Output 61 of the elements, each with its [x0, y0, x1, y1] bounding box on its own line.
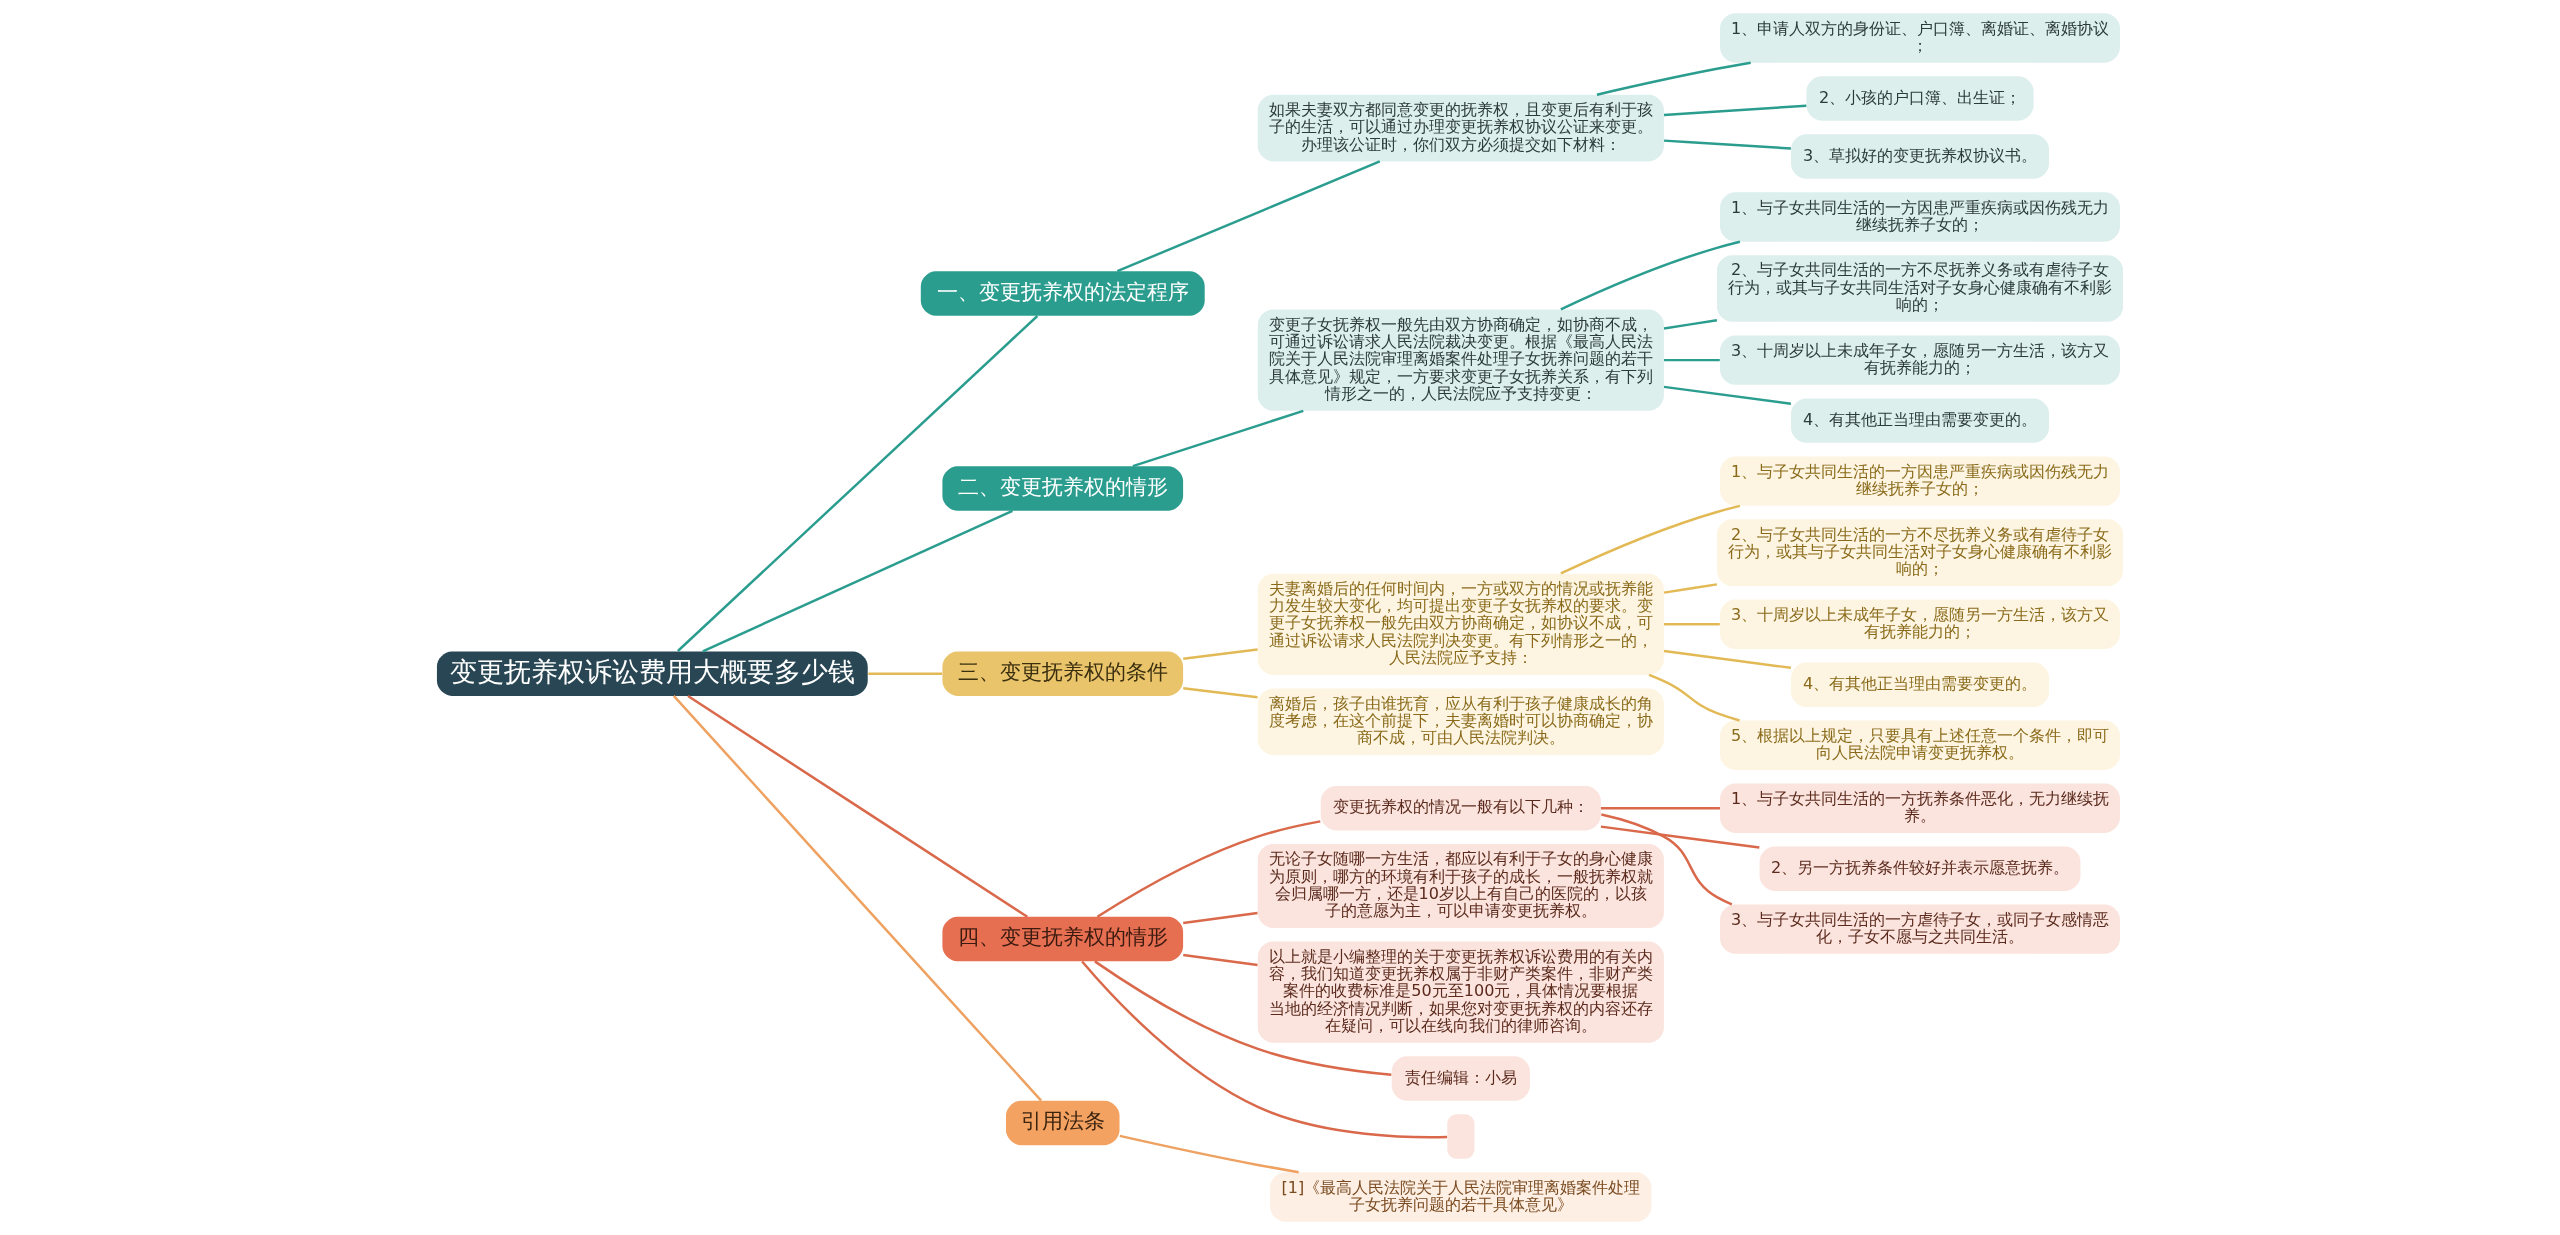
node-box: 1、与子女共同生活的一方因患严重疾病或因伤残无力继续抚养子女的； [1720, 456, 2120, 506]
connector [1663, 649, 1792, 670]
connector [702, 509, 1013, 653]
node-box: 3、十周岁以上未成年子女，愿随另一方生活，该方又有抚养能力的； [1720, 599, 2120, 649]
connector [1096, 820, 1321, 918]
connector [1600, 825, 1760, 849]
node-box: 责任编辑：小易 [1391, 1056, 1530, 1101]
node-box: 三、变更抚养权的条件 [942, 651, 1184, 696]
node-box: 变更子女抚养权一般先由双方协商确定，如协商不成，可通过诉讼请求人民法院裁决变更。根据《最高人民法院关于人民法院审理离婚案件处理子女抚养问题的若干具体意见》规定，一方要求变更子女抚养关系，有下列情形之一的，人民法院应予支持变更： [1257, 309, 1664, 411]
node-box: 3、十周岁以上未成年子女，愿随另一方生活，该方又有抚养能力的； [1720, 335, 2120, 385]
node-box: 变更抚养权诉讼费用大概要多少钱 [436, 651, 868, 696]
connector [687, 695, 1028, 918]
node-box: 离婚后，孩子由谁抚育，应从有利于孩子健康成长的角度考虑，在这个前提下，夫妻离婚时可以协商确定，协商不成，可由人民法院判决。 [1257, 688, 1664, 756]
node-box: 5、根据以上规定，只要具有上述任意一个条件，即可向人民法院申请变更抚养权。 [1720, 720, 2120, 770]
node-box: 3、草拟好的变更抚养权协议书。 [1791, 134, 2049, 179]
connector [1664, 358, 1720, 362]
connector [1663, 104, 1807, 117]
node-box: 四、变更抚养权的情形 [942, 916, 1184, 962]
connector [1663, 385, 1792, 405]
node-box: 1、与子女共同生活的一方因患严重疾病或因伤残无力继续抚养子女的； [1720, 192, 2120, 242]
connector [1663, 583, 1718, 594]
connector [1094, 960, 1392, 1077]
node-box: 2、另一方抚养条件较好并表示愿意抚养。 [1759, 846, 2081, 891]
connector [1183, 686, 1258, 699]
node-box: 一、变更抚养权的法定程序 [920, 271, 1205, 316]
connector [1081, 960, 1448, 1139]
node-box [1447, 1114, 1475, 1159]
node-box: 引用法条 [1005, 1100, 1120, 1146]
node-box: 2、小孩的户口簿、出生证； [1806, 76, 2034, 121]
node-box: 无论子女随哪一方生活，都应以有利于子女的身心健康为原则，哪方的环境有利于孩子的成长，一般抚养权就会归属哪一方，还是10岁以上有自己的医院的，以孩子的意愿为主，可以申请变更抚养权。 [1257, 844, 1664, 928]
connector [1183, 648, 1258, 660]
connector [1116, 160, 1381, 273]
node-box: 变更抚养权的情况一般有以下几种： [1320, 786, 1601, 831]
connector [868, 672, 943, 675]
connector [1664, 623, 1720, 626]
connector [1663, 139, 1791, 150]
connector [672, 695, 1043, 1102]
connector [1132, 409, 1304, 468]
node-box: 以上就是小编整理的关于变更抚养权诉讼费用的有关内容，我们知道变更抚养权属于非财产类案件，非财产类案件的收费标准是50元至100元，具体情况要根据当地的经济情况判断，如果您对变更抚养权的内容还存在疑问，可以在线向我们的律师咨询。 [1257, 941, 1664, 1043]
connector [1183, 953, 1258, 967]
connector [1119, 1134, 1299, 1174]
node-box: [1]《最高人民法院关于人民法院审理离婚案件处理子女抚养问题的若干具体意见》 [1270, 1172, 1652, 1222]
connector [1600, 806, 1720, 810]
connector [1596, 61, 1751, 96]
connector [1560, 240, 1741, 311]
connector [1183, 911, 1258, 925]
node-box: 2、与子女共同生活的一方不尽抚养义务或有虐待子女行为，或其与子女共同生活对子女身心健康确有不利影响的； [1716, 519, 2124, 586]
connector [677, 315, 1039, 652]
connector [1663, 318, 1718, 330]
connector [1601, 813, 1733, 906]
node-box: 1、申请人双方的身份证、户口簿、离婚证、离婚协议； [1720, 13, 2120, 63]
node-box: 夫妻离婚后的任何时间内，一方或双方的情况或抚养能力发生较大变化，均可提出变更子女抚养权的要求。变更子女抚养权一般先由双方协商确定，如协议不成，可通过诉讼请求人民法院判决变更。有下列情形之一的，人民法院应予支持： [1257, 573, 1664, 675]
connector [1648, 673, 1740, 722]
node-box: 3、与子女共同生活的一方虐待子女，或同子女感情恶化，子女不愿与之共同生活。 [1720, 904, 2120, 954]
node-box: 4、有其他正当理由需要变更的。 [1791, 398, 2049, 443]
node-box: 1、与子女共同生活的一方抚养条件恶化，无力继续抚养。 [1720, 783, 2120, 833]
node-box: 二、变更抚养权的情形 [942, 466, 1184, 511]
connector [1560, 504, 1741, 575]
node-box: 2、与子女共同生活的一方不尽抚养义务或有虐待子女行为，或其与子女共同生活对子女身心健康确有不利影响的； [1716, 255, 2124, 322]
node-box: 4、有其他正当理由需要变更的。 [1791, 662, 2049, 707]
node-box: 如果夫妻双方都同意变更的抚养权，且变更后有利于孩子的生活，可以通过办理变更抚养权协议公证来变更。办理该公证时，你们双方必须提交如下材料： [1257, 94, 1664, 162]
